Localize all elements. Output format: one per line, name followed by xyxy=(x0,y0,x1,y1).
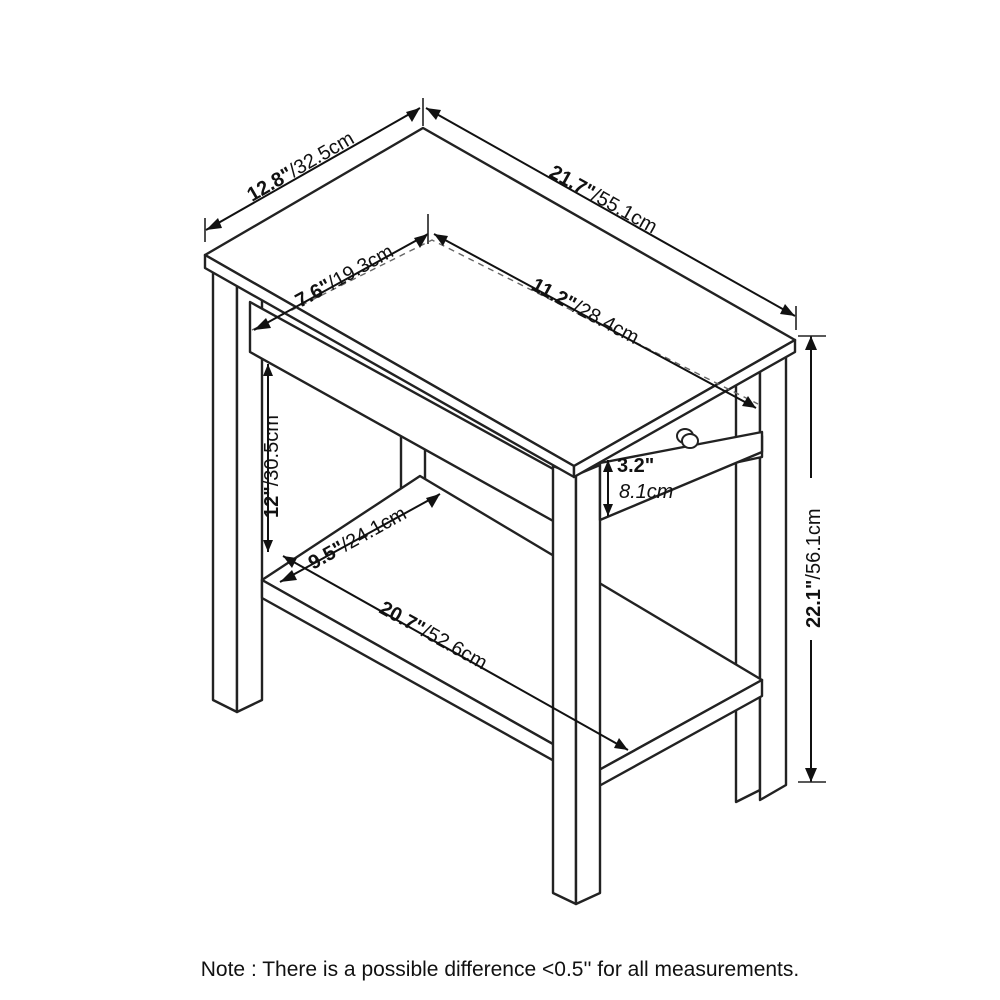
front-right-leg xyxy=(551,464,578,906)
clearance-height-label: 12"/30.5cm xyxy=(261,415,283,518)
back-right-leg-side xyxy=(758,350,788,802)
drawer-height-metric-label: 8.1cm xyxy=(619,481,673,503)
front-right-leg-side xyxy=(574,463,602,906)
dimension-lines xyxy=(204,98,826,783)
total-height-label: 22.1"/56.1cm xyxy=(803,508,825,628)
drawer-height-imperial-label: 3.2" xyxy=(617,455,654,477)
drawer-knob-icon xyxy=(676,428,699,449)
table-top-side-edge xyxy=(572,338,797,479)
front-left-leg xyxy=(211,268,239,714)
measurement-note: Note : There is a possible difference <0… xyxy=(200,958,800,981)
table-drawing xyxy=(203,126,797,906)
